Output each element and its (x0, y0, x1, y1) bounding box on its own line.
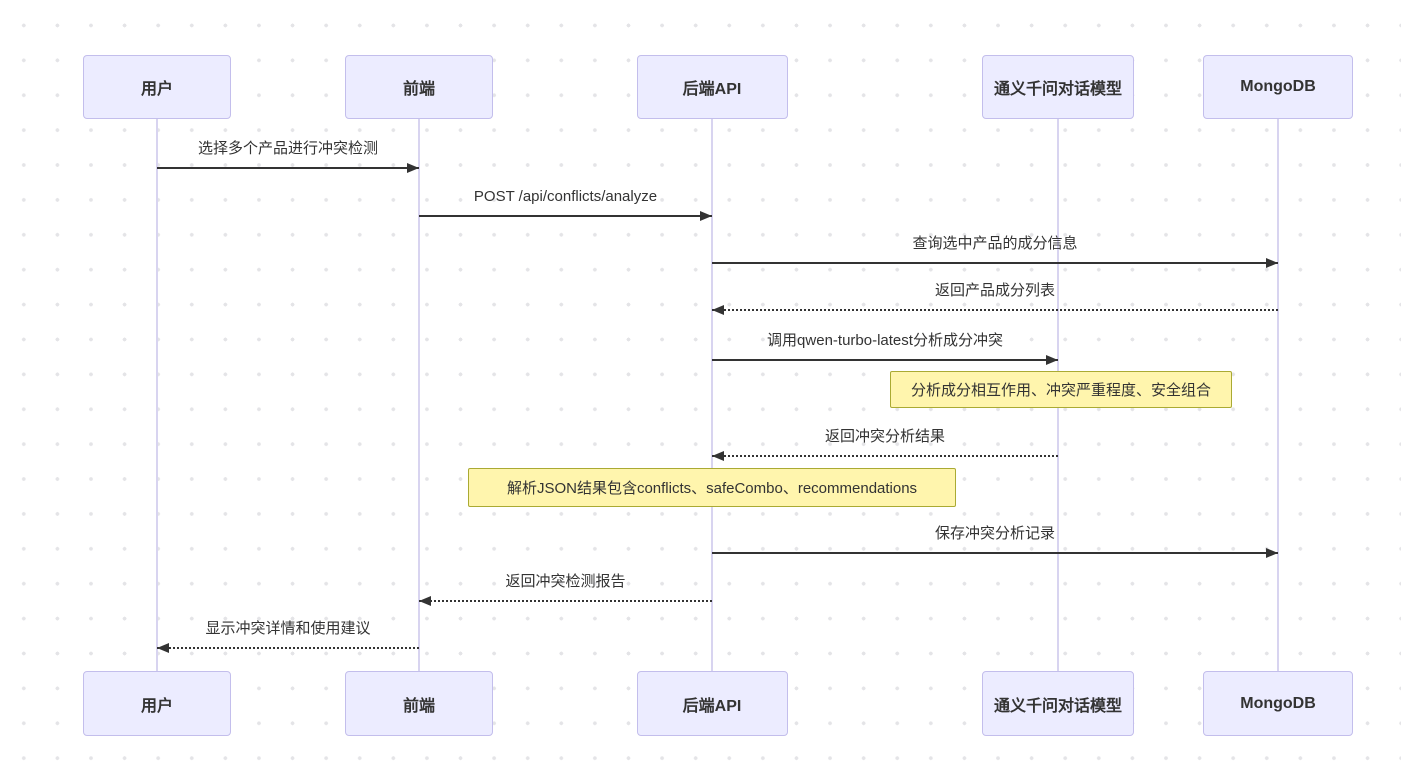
message-arrowhead-0 (407, 163, 419, 173)
lifeline-mongodb (1277, 119, 1279, 671)
message-label-4: 调用qwen-turbo-latest分析成分冲突 (767, 332, 1003, 349)
actor-box-backend-top: 后端API (636, 55, 788, 119)
actor-box-frontend-bottom: 前端 (345, 671, 493, 736)
message-label-3: 返回产品成分列表 (934, 282, 1055, 299)
message-arrowhead-3 (712, 305, 724, 315)
actor-label-user-bottom: 用户 (140, 697, 173, 715)
actor-box-user-bottom: 用户 (83, 671, 231, 736)
message-line-1 (419, 215, 712, 217)
message-line-4 (712, 359, 1058, 361)
actor-box-qwen-bottom: 通义千问对话模型 (982, 671, 1134, 736)
message-arrowhead-8 (157, 643, 169, 653)
message-line-0 (157, 167, 419, 169)
message-arrowhead-6 (1266, 548, 1278, 558)
message-label-8: 显示冲突详情和使用建议 (205, 620, 371, 637)
lifeline-frontend (418, 119, 420, 671)
actor-box-user-top: 用户 (83, 55, 231, 119)
message-line-3 (712, 309, 1278, 311)
actor-label-backend-bottom: 后端API (682, 697, 742, 715)
actor-label-frontend-bottom: 前端 (402, 697, 435, 715)
message-line-2 (712, 262, 1278, 264)
message-line-6 (712, 552, 1278, 554)
message-line-5 (712, 455, 1058, 457)
message-label-5: 返回冲突分析结果 (824, 428, 945, 445)
actor-box-qwen-top: 通义千问对话模型 (982, 55, 1134, 119)
actor-label-qwen-bottom: 通义千问对话模型 (993, 697, 1122, 715)
message-label-7: 返回冲突检测报告 (505, 573, 626, 590)
actor-label-user-top: 用户 (140, 81, 173, 98)
message-arrowhead-1 (700, 211, 712, 221)
actor-label-qwen-top: 通义千问对话模型 (993, 81, 1122, 98)
message-label-0: 选择多个产品进行冲突检测 (197, 140, 378, 157)
message-label-6: 保存冲突分析记录 (934, 525, 1055, 542)
actor-label-mongodb-bottom: MongoDB (1240, 694, 1316, 712)
message-arrowhead-7 (419, 596, 431, 606)
actor-box-frontend-top: 前端 (345, 55, 493, 119)
message-line-8 (157, 647, 419, 649)
message-label-1: POST /api/conflicts/analyze (473, 188, 658, 205)
message-arrowhead-2 (1266, 258, 1278, 268)
note-qwen: 分析成分相互作用、冲突严重程度、安全组合 (890, 371, 1232, 408)
message-label-2: 查询选中产品的成分信息 (912, 235, 1078, 252)
note-backend: 解析JSON结果包含conflicts、safeCombo、recommenda… (468, 468, 956, 507)
message-arrowhead-5 (712, 451, 724, 461)
actor-box-mongodb-top: MongoDB (1203, 55, 1353, 119)
actor-box-mongodb-bottom: MongoDB (1203, 671, 1353, 736)
actor-label-backend-top: 后端API (682, 81, 742, 98)
message-line-7 (419, 600, 712, 602)
actor-label-mongodb-top: MongoDB (1240, 78, 1316, 95)
message-arrowhead-4 (1046, 355, 1058, 365)
actor-box-backend-bottom: 后端API (636, 671, 788, 736)
actor-label-frontend-top: 前端 (402, 81, 435, 98)
lifeline-user (156, 119, 158, 671)
lifeline-backend (711, 119, 713, 671)
